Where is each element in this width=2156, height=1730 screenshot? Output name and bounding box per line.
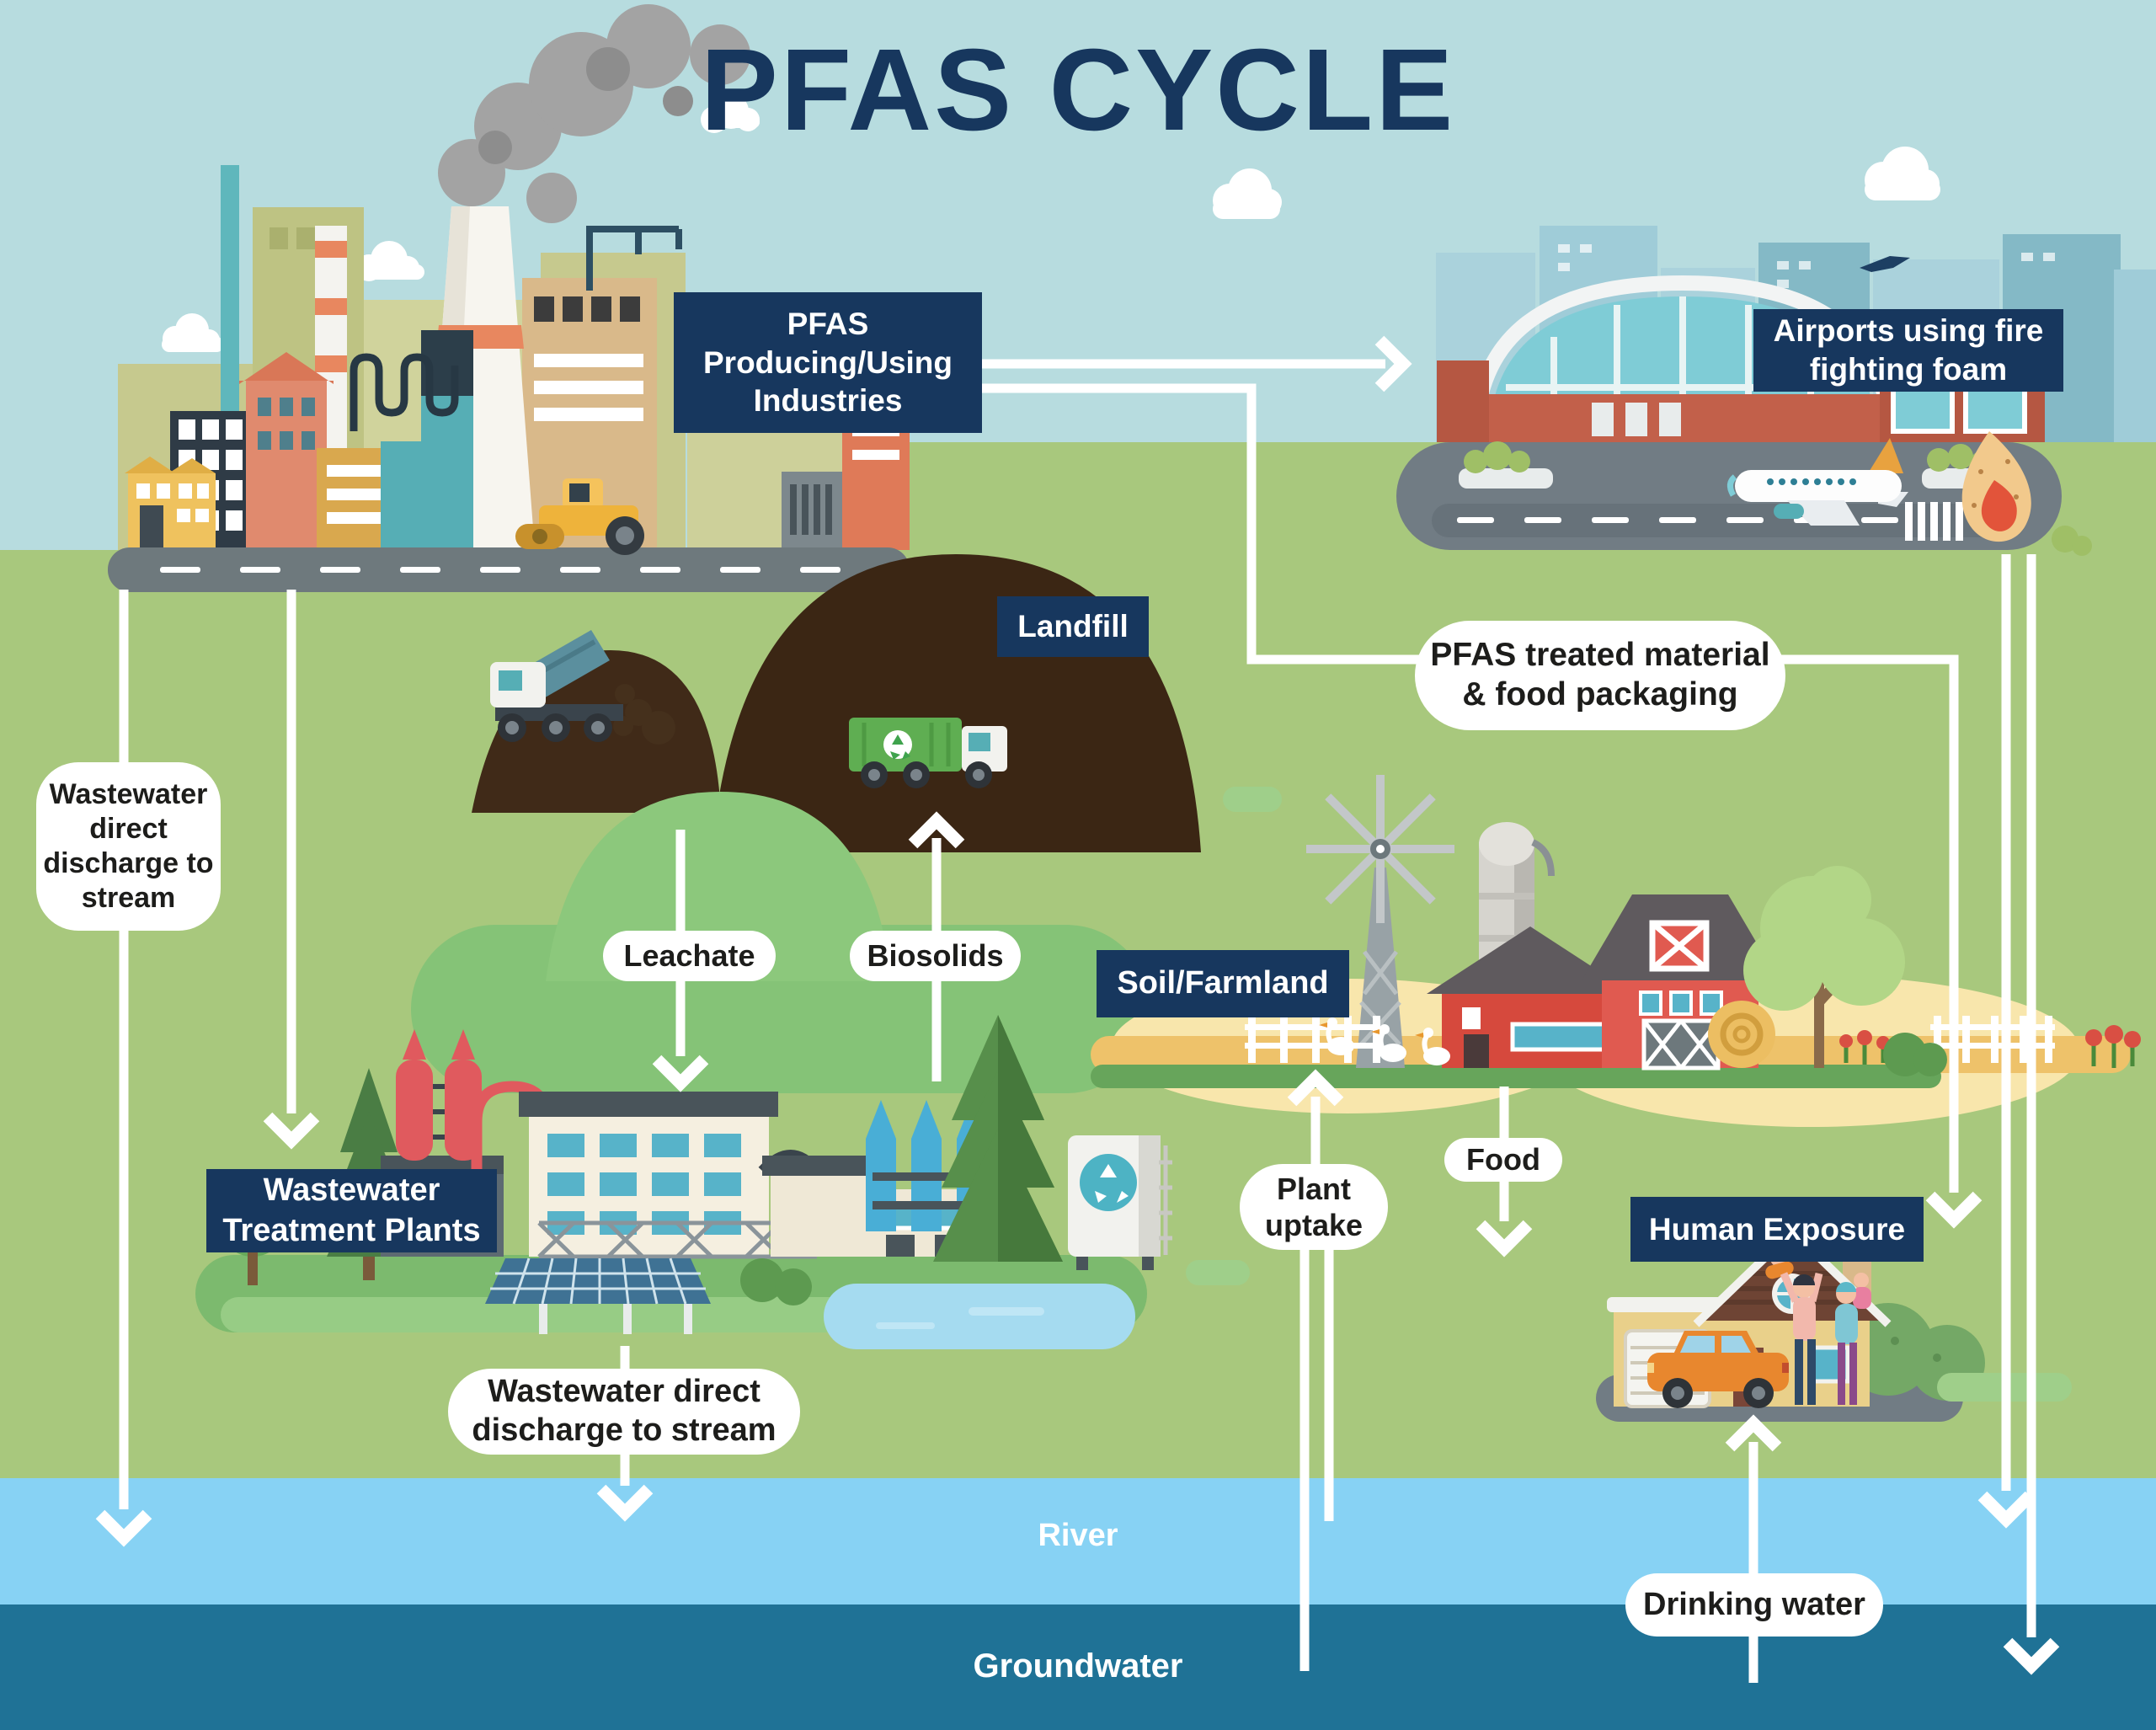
- solar-panel-icon: [485, 1257, 711, 1334]
- recycle-tank-icon: [1068, 1135, 1172, 1270]
- farm-tree-icon: [1743, 866, 1905, 1068]
- node-label-industries: PFAS Producing/Using Industries: [674, 292, 982, 433]
- airport-illustration: [1396, 226, 2156, 556]
- node-label-landfill: Landfill: [997, 596, 1149, 657]
- airplane-icon: [1727, 438, 1908, 526]
- node-label-airports: Airports using fire fighting foam: [1753, 309, 2063, 392]
- page-title: PFAS CYCLE: [700, 25, 1456, 155]
- arrow-plant-uptake: [1299, 1097, 1334, 1671]
- barn-icon: [1582, 894, 1779, 1071]
- fire-icon: [1961, 431, 2031, 542]
- flow-label-food: Food: [1444, 1138, 1562, 1182]
- flow-label-wastewater-direct-discharge-left: Wastewater direct discharge to stream: [36, 762, 221, 931]
- geese-icon: [1319, 1017, 1450, 1065]
- flow-label-plant-uptake: Plant uptake: [1240, 1164, 1388, 1250]
- flow-label-drinking-water: Drinking water: [1625, 1573, 1883, 1637]
- pond: [824, 1284, 1135, 1349]
- zone-label-groundwater: Groundwater: [973, 1647, 1183, 1685]
- farm-illustration: [1091, 775, 2141, 1127]
- dump-truck-icon: [490, 630, 675, 745]
- factory-illustration: [108, 4, 910, 592]
- flow-label-pfas-treated-material: PFAS treated material & food packaging: [1415, 621, 1785, 730]
- car-icon: [1647, 1331, 1789, 1408]
- flow-label-biosolids: Biosolids: [850, 931, 1021, 981]
- flow-arrows: [95, 335, 2060, 1683]
- flying-plane-icon: [1860, 256, 1910, 272]
- node-label-wastewater-treatment-plants: Wastewater Treatment Plants: [206, 1169, 497, 1252]
- steamroller-icon: [515, 478, 644, 555]
- windmill-icon: [1306, 775, 1454, 1068]
- zone-label-river: River: [1038, 1518, 1118, 1553]
- arrow-pfas-treated-to-human: [982, 383, 1959, 1193]
- node-label-human-exposure: Human Exposure: [1630, 1197, 1924, 1262]
- flow-label-wastewater-direct-discharge-bottom: Wastewater direct discharge to stream: [448, 1369, 800, 1455]
- garbage-truck-icon: [849, 718, 1007, 788]
- flow-label-leachate: Leachate: [603, 931, 776, 981]
- flowers-icon: [1839, 1025, 2141, 1076]
- hay-bale-icon: [1708, 1001, 1775, 1068]
- wwtp-illustration: [195, 1015, 1172, 1349]
- node-label-soil-farmland: Soil/Farmland: [1097, 950, 1349, 1017]
- family-icon: [1765, 1248, 1871, 1405]
- cloud-icon: [162, 93, 1940, 352]
